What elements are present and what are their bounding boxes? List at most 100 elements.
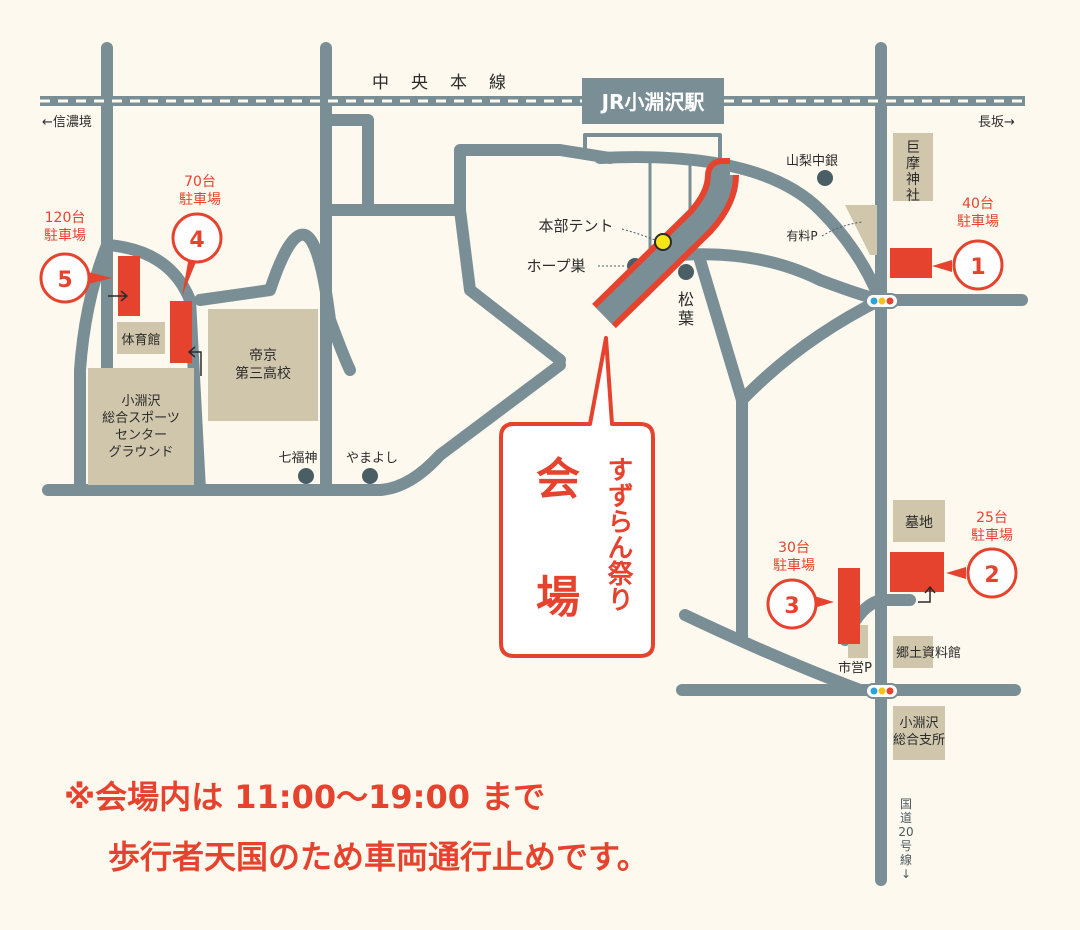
sports-center-label-4: グラウンド (108, 445, 173, 460)
venue-main-label-2: 場 (536, 572, 580, 623)
road-southwest (679, 609, 866, 696)
svg-text:5: 5 (57, 268, 72, 293)
branch-office-label-2: 総合支所 (893, 733, 945, 748)
notice-line-1: ※会場内は 11:00～19:00 まで (64, 778, 545, 816)
svg-text:駐車場: 駐車場 (179, 191, 221, 208)
svg-text:4: 4 (189, 228, 204, 253)
svg-text:120台: 120台 (45, 210, 86, 226)
notice-line-2: 歩行者天国のため車両通行止めです。 (108, 838, 649, 876)
hope-su-label: ホープ巣 (526, 257, 585, 275)
school-label-2: 第三高校 (235, 365, 291, 382)
hq-tent-label: 本部テント (538, 217, 613, 235)
road-east-lower (674, 248, 886, 306)
matsuba-marker (678, 264, 694, 280)
route-20-label: 国 道 20 号 線 ↓ (898, 797, 913, 881)
road-zigzag (194, 228, 356, 376)
cemetery-label: 墓地 (905, 515, 933, 531)
hq-tent-marker (654, 233, 672, 251)
gym-building (117, 322, 165, 354)
gym-label: 体育館 (121, 332, 160, 348)
shichifukujin-marker (298, 468, 314, 484)
paid-parking-leader (821, 221, 863, 237)
festival-name: すずらん祭り (603, 456, 634, 612)
branch-office-building (893, 706, 945, 760)
svg-text:線: 線 (900, 852, 912, 867)
sports-center-label-3: センター (115, 428, 167, 443)
road-bottom-west (42, 359, 566, 496)
sports-center-label-2: 総合スポーツ (102, 411, 180, 426)
parking-lot-1 (890, 248, 932, 278)
svg-text:駐車場: 駐車場 (957, 213, 999, 230)
parking-badge-4: 4 70台 駐車場 (171, 174, 223, 296)
svg-text:↓: ↓ (901, 867, 911, 881)
branch-office-label-1: 小淵沢 (899, 716, 938, 731)
parking-lot-3 (838, 568, 860, 644)
svg-text:30台: 30台 (778, 540, 810, 556)
road-network (42, 42, 1028, 886)
school-building (208, 309, 318, 421)
buildings (88, 133, 945, 760)
svg-text:40台: 40台 (962, 196, 994, 212)
shichifukujin-label: 七福神 (278, 451, 317, 466)
road-east-curve (594, 151, 886, 306)
shrine-label-1: 巨 (906, 140, 920, 156)
svg-text:2: 2 (984, 563, 999, 588)
road-station-grid (320, 114, 616, 216)
parking-badge-3: 3 30台 駐車場 (766, 540, 834, 630)
parking-badge-2: 2 25台 駐車場 (946, 510, 1018, 599)
city-parking-label: 市営P (838, 660, 872, 676)
svg-text:25台: 25台 (976, 510, 1008, 526)
paid-parking-area (845, 205, 877, 255)
svg-text:道: 道 (900, 811, 912, 825)
school-label-1: 帝京 (249, 348, 277, 364)
svg-text:国: 国 (900, 797, 912, 811)
station-name: JR小淵沢駅 (600, 90, 705, 114)
rail-line-name: 中央本線 (372, 73, 528, 93)
east-direction-label: 長坂→ (978, 115, 1015, 130)
venue-street-inner (596, 164, 733, 324)
svg-text:1: 1 (970, 255, 985, 280)
svg-text:駐車場: 駐車場 (773, 557, 815, 574)
shrine-label-4: 社 (906, 188, 920, 204)
venue-main-label-1: 会 (536, 454, 580, 505)
road-south-branch (736, 294, 886, 406)
parking-lot-4 (170, 301, 192, 363)
cemetery-building (893, 500, 945, 542)
yamayoshi-label: やまよし (346, 451, 398, 466)
road-sports-loop (74, 239, 206, 496)
road-south (694, 254, 748, 646)
parking-lot-2 (890, 552, 944, 592)
yamanashi-bank-marker (817, 170, 833, 186)
parking-badge-5: 5 120台 駐車場 (39, 210, 112, 304)
road-station-diagonal (454, 204, 566, 366)
matsuba-label-1: 松 (678, 290, 694, 309)
sports-center-label-1: 小淵沢 (121, 394, 160, 409)
svg-text:20: 20 (898, 825, 913, 839)
svg-text:70台: 70台 (184, 174, 216, 190)
traffic-light-north (865, 293, 899, 309)
matsuba-label-2: 葉 (678, 309, 694, 328)
svg-text:駐車場: 駐車場 (44, 227, 86, 244)
paid-parking-label: 有料P (786, 229, 817, 243)
parking-badge-1: 1 40台 駐車場 (932, 196, 1004, 291)
traffic-light-south (865, 683, 899, 699)
station-box (582, 78, 724, 124)
railway (40, 96, 1025, 106)
museum-building (893, 636, 933, 668)
venue-callout (499, 336, 655, 658)
shrine-building (893, 133, 933, 201)
west-direction-label: ←信濃境 (42, 115, 92, 130)
yamayoshi-marker (362, 468, 378, 484)
museum-label: 郷土資料館 (896, 646, 961, 661)
yamanashi-bank-label: 山梨中銀 (786, 154, 838, 169)
entry-arrows (108, 290, 936, 603)
svg-text:駐車場: 駐車場 (971, 527, 1013, 544)
svg-text:号: 号 (900, 839, 912, 853)
shrine-label-3: 神 (906, 172, 920, 188)
station-outline (583, 133, 722, 160)
sports-center-building (88, 368, 194, 485)
svg-text:3: 3 (784, 594, 799, 619)
parking-lots (118, 248, 944, 644)
shrine-label-2: 摩 (906, 155, 920, 172)
